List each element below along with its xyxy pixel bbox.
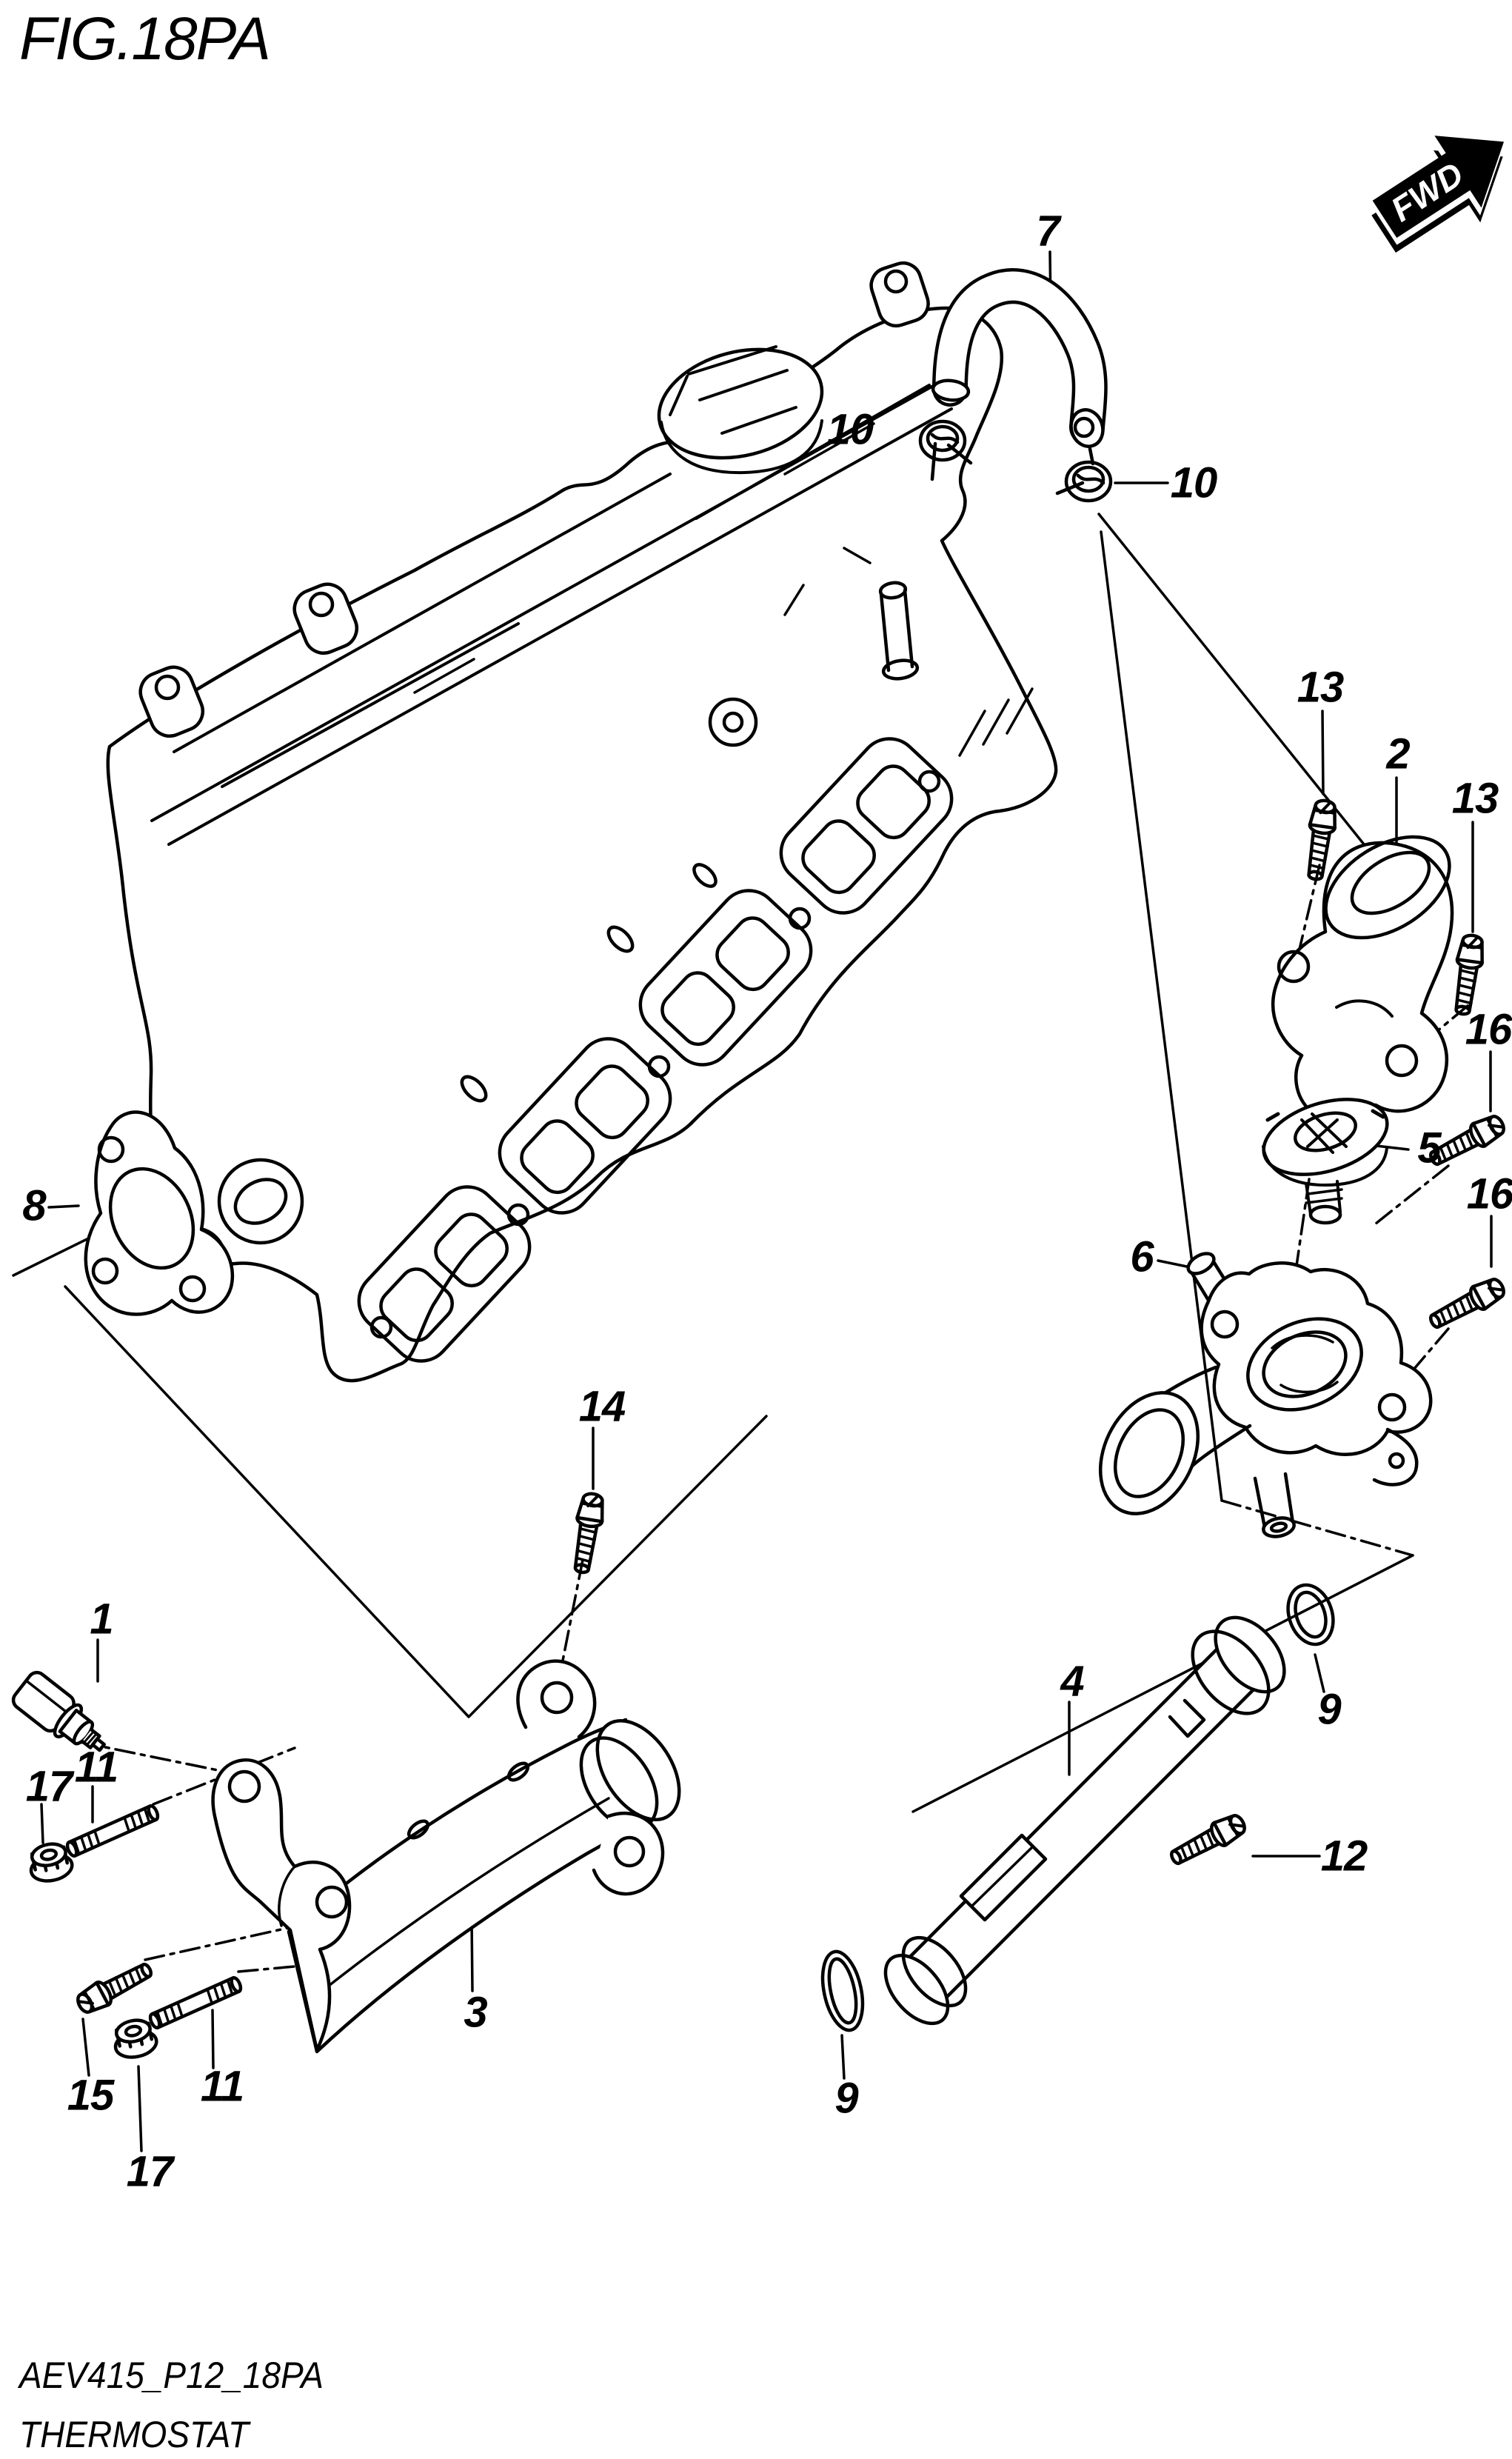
callout-14: 14	[578, 1382, 626, 1431]
callout-17: 17	[126, 2147, 174, 2196]
callout-6: 6	[1130, 1232, 1154, 1281]
hose-clamp-icon	[918, 419, 973, 481]
callout-16: 16	[1465, 1005, 1512, 1054]
callout-1: 1	[90, 1595, 113, 1644]
callout-11: 11	[74, 1743, 118, 1792]
water-hose-drawing	[931, 268, 1108, 448]
callout-11: 11	[200, 2062, 244, 2111]
callout-10: 10	[826, 405, 874, 454]
hose-clamp-icon	[1055, 447, 1113, 503]
callout-4: 4	[1060, 1657, 1084, 1706]
intake-ports	[357, 737, 954, 1363]
o-ring-icon	[820, 1949, 865, 2032]
hose-fitting-tube	[878, 581, 920, 681]
rear-water-pipe-drawing	[883, 1615, 1286, 2026]
figure-title: FIG.18PA	[19, 5, 271, 73]
callout-9: 9	[1317, 1685, 1341, 1734]
callout-13: 13	[1451, 774, 1499, 823]
callout-16: 16	[1466, 1170, 1512, 1218]
cover-ear-tabs	[138, 261, 930, 738]
callout-15: 15	[67, 2071, 115, 2120]
callout-2: 2	[1386, 730, 1410, 778]
figure-code: AEV415_P12_18PA	[19, 2355, 324, 2396]
o-ring-icon	[1286, 1583, 1335, 1646]
callout-17: 17	[25, 1762, 73, 1811]
leader-lines	[40, 250, 1493, 2152]
front-water-pipe-drawing	[211, 1659, 681, 2054]
water-outlet-cap-drawing	[1271, 835, 1454, 1124]
stud-11-icon	[66, 1804, 160, 1857]
stud-11-icon	[149, 1976, 243, 2029]
bolt-12-icon	[1167, 1811, 1248, 1870]
figure-name: THERMOSTAT	[19, 2414, 250, 2455]
thermostat-housing-drawing	[1098, 1252, 1433, 1538]
callout-5: 5	[1417, 1124, 1441, 1172]
callout-10: 10	[1170, 458, 1218, 507]
bolt-14-icon	[569, 1492, 606, 1574]
bolt-16-icon	[1426, 1275, 1508, 1334]
oil-filler-cap	[657, 345, 824, 475]
thermostat-drawing	[1262, 1098, 1389, 1225]
bolt-13-icon	[1450, 934, 1486, 1016]
callout-12: 12	[1320, 1832, 1368, 1881]
bolt-15-icon	[74, 1958, 155, 2017]
cylinder-head-drawing	[106, 261, 1058, 1383]
callout-3: 3	[464, 1988, 487, 2037]
temp-sensor-drawing	[11, 1670, 106, 1752]
gasket-drawing	[84, 1110, 235, 1316]
callout-7: 7	[1036, 207, 1060, 256]
callout-9: 9	[834, 2074, 858, 2123]
fwd-arrow-icon: FWD	[1371, 136, 1505, 253]
callout-13: 13	[1297, 663, 1345, 712]
callout-8: 8	[22, 1181, 46, 1230]
